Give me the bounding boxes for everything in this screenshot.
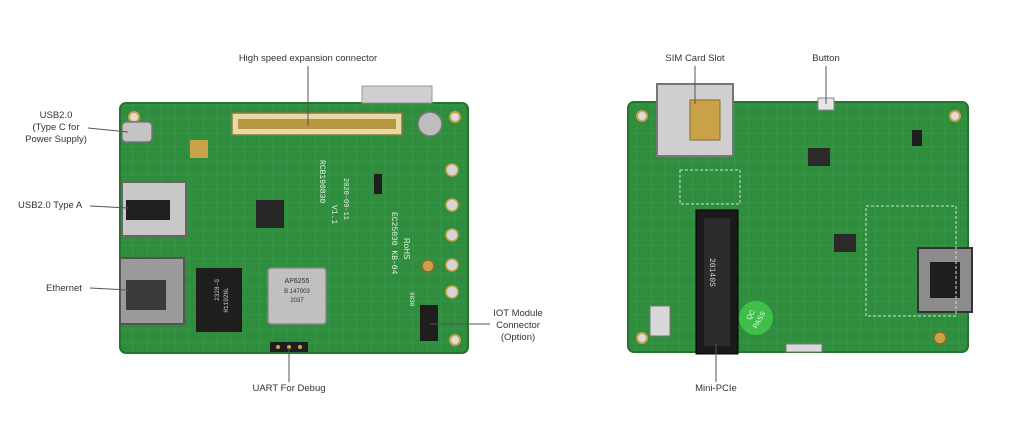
uart-pin [276, 345, 280, 349]
left-board: 2328-G H1102NL AP6255 B 147003 2037 RCB1… [119, 85, 469, 354]
pin-row-bottom [785, 343, 823, 353]
leader-lines [87, 66, 827, 382]
minipcie-pins [704, 218, 730, 346]
chip2-text-2: H1102NL [223, 287, 230, 313]
leader-usb-typec [87, 127, 129, 133]
inductor [808, 148, 830, 166]
soc-chip [256, 200, 284, 228]
coin-cell [417, 111, 443, 137]
iot-connector [420, 305, 438, 341]
label-usb-typec-line3: Power Supply) [25, 134, 87, 145]
antenna-pad [445, 198, 459, 212]
mounting-hole [636, 332, 648, 344]
component-area [865, 205, 957, 317]
brass-standoff [933, 331, 947, 345]
uart-pin [298, 345, 302, 349]
smd-component [190, 140, 208, 158]
label-ethernet: Ethernet [46, 283, 82, 294]
antenna-pad [445, 285, 459, 299]
label-usb-typec: USB2.0 (Type C for Power Supply) [16, 110, 96, 146]
label-iot-line2: Connector [496, 320, 540, 331]
label-usb-typea: USB2.0 Type A [18, 200, 83, 211]
ethernet-socket [126, 280, 166, 310]
label-uart: UART For Debug [252, 383, 326, 394]
top-connector [361, 85, 433, 104]
antenna-pad [445, 163, 459, 177]
leader-usb-typea [89, 205, 129, 209]
qc-text: QC [746, 309, 757, 322]
board-id-text: RCB190830 [317, 160, 326, 203]
mounting-hole [449, 111, 461, 123]
mounting-hole [636, 110, 648, 122]
right-board: 20140S QC PASS [627, 83, 973, 355]
code-9830-text: 9830 [408, 292, 415, 307]
smd-component [912, 130, 922, 146]
label-sim: SIM Card Slot [665, 53, 725, 64]
label-minipcie: Mini-PCIe [695, 383, 737, 394]
chip1-text-2: B 147003 [284, 289, 310, 295]
label-button: Button [812, 53, 840, 64]
rj-socket [930, 262, 960, 298]
smd-component [374, 174, 382, 194]
hs-connector-pins [238, 119, 396, 129]
model-text: EC25030 KB-04 [389, 212, 398, 275]
usb-typea-port [121, 181, 187, 237]
pin-row [649, 305, 671, 337]
inductor [834, 234, 856, 252]
usb-typea-inner [126, 200, 170, 220]
chip1-text-3: 2037 [290, 298, 304, 304]
wifi-module [267, 267, 327, 325]
label-usb-typec-line2: (Type C for [32, 122, 80, 133]
chip2-text: 2328-G [214, 279, 221, 301]
label-iot-line3: (Option) [500, 332, 536, 343]
label-iot: IOT Module Connector (Option) [486, 308, 550, 344]
mounting-hole [949, 110, 961, 122]
transformer-chip [196, 268, 242, 332]
label-usb-typec-line1: USB2.0 [39, 110, 73, 121]
chip1-text: AP6255 [285, 278, 310, 285]
usb-typec-port [121, 121, 153, 143]
pcie-code-text: 20140S [707, 258, 716, 287]
brand-text: RoHS [402, 238, 411, 259]
brass-standoff [421, 259, 435, 273]
uart-pin [287, 345, 291, 349]
label-iot-line1: IOT Module [493, 308, 543, 319]
sim-contacts [689, 99, 721, 141]
mounting-hole [128, 111, 140, 123]
version-text: V1.1 [329, 205, 338, 224]
leader-ethernet [89, 287, 129, 291]
qc-pass-sticker [739, 301, 773, 335]
date-text: 2020-09-11 [341, 178, 349, 220]
antenna-pad [445, 258, 459, 272]
component-area [679, 169, 741, 205]
mounting-hole [449, 334, 461, 346]
label-hs-connector: High speed expansion connector [238, 53, 378, 64]
antenna-pad [445, 228, 459, 242]
